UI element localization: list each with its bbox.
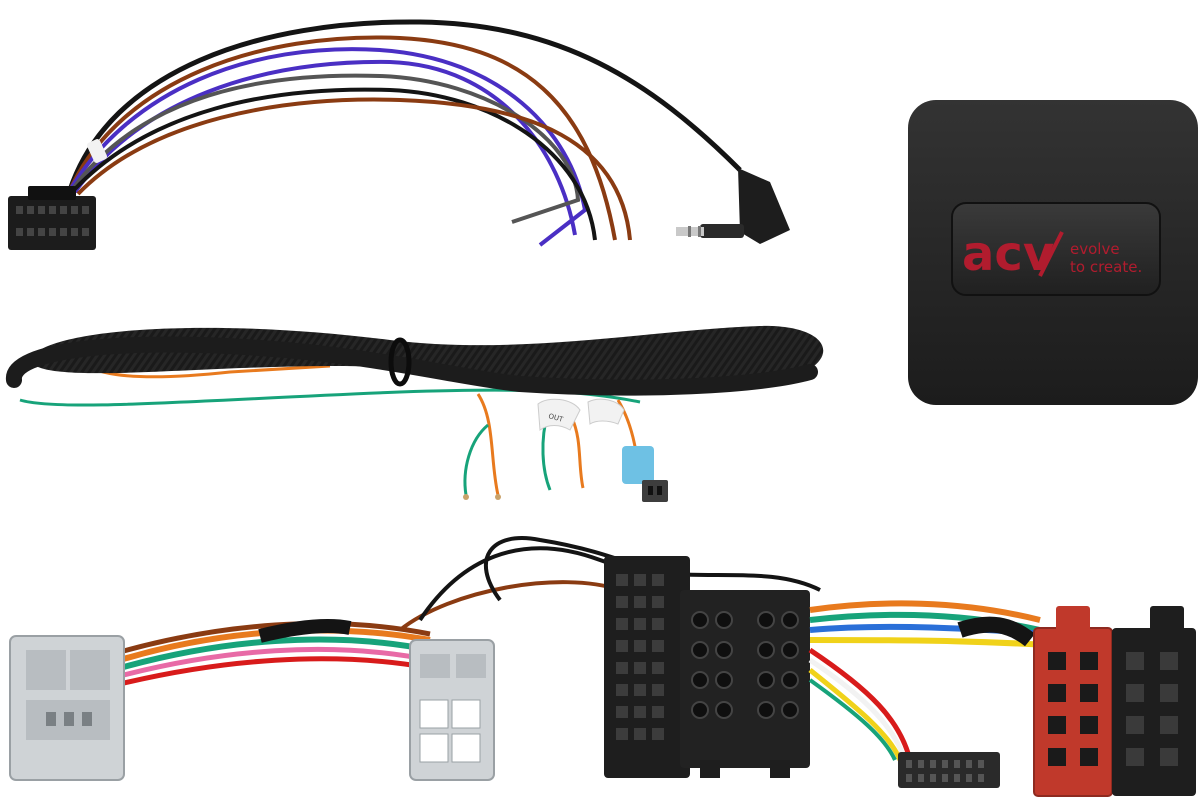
wire-black-bottom xyxy=(258,619,352,643)
black-wire xyxy=(67,19,742,191)
blue-2pin-connector xyxy=(622,446,668,502)
wire-black-bundle xyxy=(957,616,1035,647)
vehicle-harness-bottom xyxy=(9,536,1196,797)
breakout-orange-2 xyxy=(570,417,585,489)
breakout-orange-1 xyxy=(476,393,500,496)
tagline-line2: to create. xyxy=(1070,258,1142,276)
wire-black-long xyxy=(418,546,821,622)
quadlock-connector xyxy=(604,556,810,778)
black-wire-2 xyxy=(72,87,597,241)
purple-wire-1 xyxy=(68,47,588,247)
brown-wire-1 xyxy=(68,35,617,241)
wire-bundle-white-down xyxy=(808,657,908,761)
label-tag-2 xyxy=(587,398,625,425)
wire-bundle-orange xyxy=(809,600,1041,623)
wire-brown-bottom xyxy=(119,621,431,655)
audio-jack-3-5mm xyxy=(676,168,790,244)
wire-end-1 xyxy=(463,494,469,500)
wire-bundle-yellow-down xyxy=(808,668,903,761)
wire-pink-bottom xyxy=(119,646,431,679)
tagline-line1: evolve xyxy=(1070,240,1120,258)
grey-connector-large xyxy=(9,635,125,781)
cable-tie-middle xyxy=(388,337,412,387)
radio-harness-top-left xyxy=(8,19,790,250)
black-small-connector xyxy=(898,752,1000,788)
brand-logo: acv xyxy=(962,226,1054,282)
breakout-green-1 xyxy=(463,423,489,496)
black-iso-connector xyxy=(1112,606,1196,796)
wire-red-bottom xyxy=(119,656,431,687)
label-tag: OUT xyxy=(537,398,581,431)
grey-connector-small xyxy=(409,639,495,781)
module-badge xyxy=(951,202,1161,296)
wire-end-2 xyxy=(495,494,501,500)
brown-wire-2 xyxy=(76,97,632,241)
wire-bundle-green-down xyxy=(808,678,897,761)
grey-wire xyxy=(70,73,581,224)
braid-lower xyxy=(6,336,818,396)
wire-brown-long xyxy=(398,580,621,632)
acv-interface-module: acv evolve to create. xyxy=(908,100,1198,405)
braided-extension-cable: OUT xyxy=(6,325,824,502)
logo-slash xyxy=(1038,231,1064,277)
cable-tie xyxy=(86,139,108,163)
tag-out-text: OUT xyxy=(547,412,564,424)
iso-16pin-connector xyxy=(8,186,96,250)
wire-bundle-red-down xyxy=(808,647,913,761)
red-iso-connector xyxy=(1033,606,1113,797)
wire-green-bottom xyxy=(119,636,431,671)
